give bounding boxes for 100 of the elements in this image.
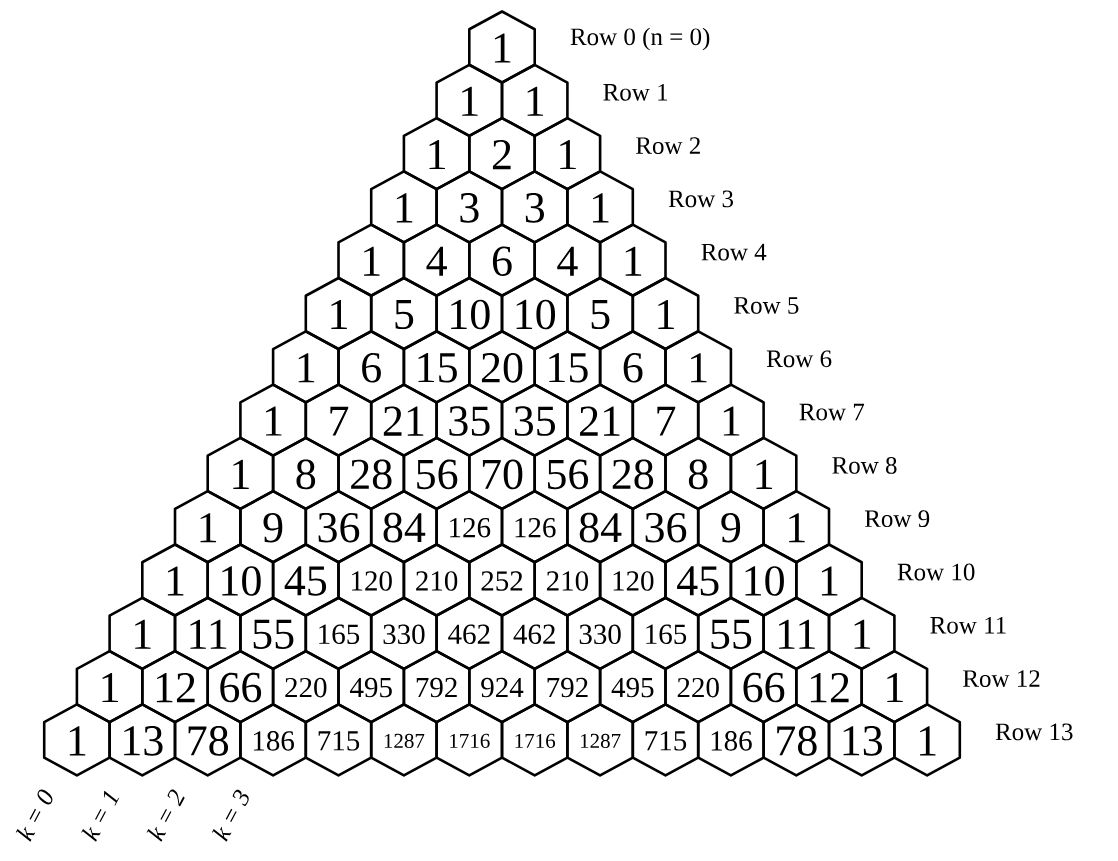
- hexagon-cell: 1: [827, 596, 896, 671]
- hexagon-cell: 5: [566, 276, 635, 351]
- hexagon-cell: 21: [369, 383, 438, 457]
- hexagon-cell: 1: [598, 223, 667, 297]
- hexagon-cell: 120: [598, 543, 667, 617]
- hexagon-cell: 1287: [369, 703, 438, 777]
- hexagon-cell: 3: [435, 170, 504, 244]
- hexagon-cell: 4: [533, 223, 602, 297]
- hexagon-cell: 1: [75, 649, 144, 724]
- hexagon-cell: 9: [239, 489, 308, 564]
- hexagon-cell: 715: [631, 703, 700, 777]
- hexagon-cell: 715: [304, 703, 373, 777]
- hexagon-cell: 78: [173, 703, 242, 777]
- row-label: Row 10: [897, 563, 975, 581]
- hexagon-cell: 220: [664, 649, 733, 724]
- hexagon-cell: 1: [304, 276, 373, 351]
- hexagon-cell: 11: [762, 596, 831, 671]
- hexagon-cell: 1716: [435, 703, 504, 777]
- hexagon-cell: 1: [696, 383, 765, 457]
- hexagon-cell: 1: [173, 489, 242, 564]
- hexagon-cell: 1: [893, 703, 962, 777]
- hexagon-cell: 6: [337, 330, 406, 404]
- hexagon-cell: 1: [860, 649, 929, 724]
- hexagon-cell: 9: [696, 489, 765, 564]
- hexagon-cell: 10: [500, 276, 569, 351]
- hexagon-cell: 792: [533, 649, 602, 724]
- hexagon-cell: 186: [696, 703, 765, 777]
- hexagon-cell: 15: [533, 330, 602, 404]
- hexagon-cell: 252: [468, 543, 536, 617]
- hexagon-cell: 1: [533, 116, 602, 191]
- hexagon-cell: 55: [696, 596, 765, 671]
- hexagon-cell: 7: [304, 383, 373, 457]
- hexagon-cell: 126: [435, 489, 504, 564]
- hexagon-cell: 84: [566, 489, 635, 564]
- hexagon-cell: 10: [435, 276, 504, 351]
- hexagon-cell: 165: [304, 596, 373, 671]
- hexagon-cell: 36: [304, 489, 373, 564]
- row-label: Row 3: [668, 190, 733, 208]
- hexagon-cell: 8: [664, 436, 733, 511]
- hexagon-cell: 12: [141, 649, 209, 724]
- hexagon-cell: 10: [206, 543, 275, 617]
- hexagon-cell: 15: [402, 330, 471, 404]
- hexagon-cell: 1: [468, 10, 536, 84]
- hexagon-cell: 56: [402, 436, 471, 511]
- column-label: k = 0: [15, 789, 53, 842]
- row-label: Row 0 (n = 0): [570, 27, 710, 51]
- hexagon-cell: 1: [239, 383, 308, 457]
- row-label: Row 11: [930, 616, 1006, 634]
- row-label: Row 4: [701, 243, 767, 261]
- column-label: k = 2: [146, 789, 185, 842]
- hexagon-cell: 792: [402, 649, 471, 724]
- hexagon-cell: 1: [369, 170, 438, 244]
- hexagon-cell: 56: [533, 436, 602, 511]
- hexagon-cell: 330: [369, 596, 438, 671]
- hexagon-cell: 28: [337, 436, 406, 511]
- hexagon-cell: 120: [337, 543, 406, 617]
- hexagon-cell: 1: [141, 543, 209, 617]
- hexagon-cell: 462: [500, 596, 569, 671]
- row-label: Row 13: [995, 723, 1073, 741]
- hexagon-cell: 462: [435, 596, 504, 671]
- hexagon-cell: 35: [435, 383, 504, 457]
- hexagon-cell: 924: [468, 649, 536, 724]
- hexagon-cell: 28: [598, 436, 667, 511]
- hexagon-cell: 1: [762, 489, 831, 564]
- hexagon-cell: 45: [271, 543, 340, 617]
- hexagon-cell: 10: [729, 543, 798, 617]
- hexagon-cell: 165: [631, 596, 700, 671]
- hexagon-cell: 11: [173, 596, 242, 671]
- hexagon-cell: 1: [108, 596, 177, 671]
- hexagon-cell: 1: [500, 63, 569, 138]
- row-label: Row 8: [832, 456, 897, 474]
- hexagon-cell: 35: [500, 383, 569, 457]
- hexagon-cell: 12: [795, 649, 863, 724]
- hexagon-cell: 2: [468, 116, 536, 191]
- hexagon-cell: 1: [337, 223, 406, 297]
- hexagon-cell: 7: [631, 383, 700, 457]
- hexagon-cell: 186: [239, 703, 308, 777]
- row-label: Row 6: [766, 350, 832, 368]
- hexagon-cell: 21: [566, 383, 635, 457]
- hexagon-cell: 6: [598, 330, 667, 404]
- hexagon-cell: 55: [239, 596, 308, 671]
- hexagon-cell: 1: [795, 543, 863, 617]
- row-label: Row 7: [799, 403, 865, 421]
- column-label: k = 3: [212, 789, 249, 842]
- hexagon-cell: 1: [566, 170, 635, 244]
- hexagon-cell: 1: [631, 276, 700, 351]
- hexagon-cell: 1287: [566, 703, 635, 777]
- hexagon-cell: 13: [827, 703, 896, 777]
- hexagon-cell: 13: [108, 703, 177, 777]
- hexagon-cell: 66: [206, 649, 275, 724]
- hexagon-cell: 3: [500, 170, 569, 244]
- row-label: Row 2: [636, 137, 700, 154]
- hexagon-cell: 220: [271, 649, 340, 724]
- hexagon-cell: 210: [533, 543, 602, 617]
- hexagon-cell: 4: [402, 223, 471, 297]
- row-label: Row 9: [864, 510, 930, 528]
- hexagon-cell: 70: [468, 436, 536, 511]
- hexagon-cell: 84: [369, 489, 438, 564]
- hexagon-cell: 1: [729, 436, 798, 511]
- row-label: Row 12: [963, 670, 1040, 687]
